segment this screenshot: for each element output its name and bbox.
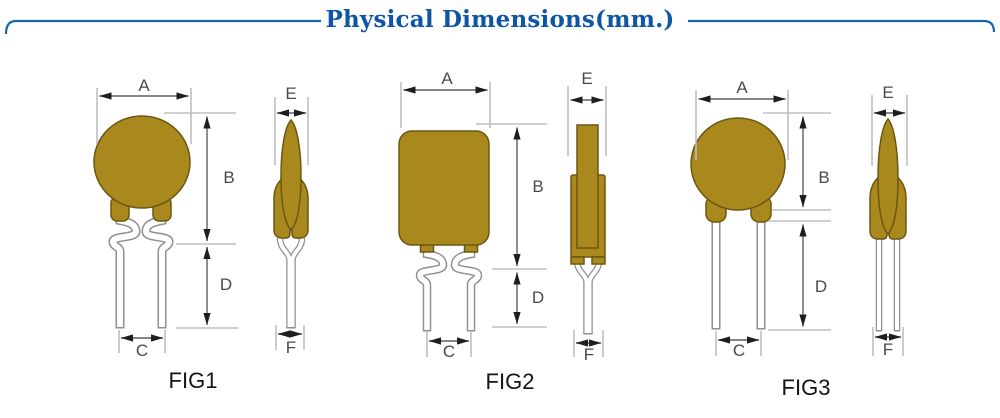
fig1-dim-b: B: [164, 112, 236, 245]
fig2-dim-label-e: E: [581, 69, 592, 88]
header-rule-right: [688, 19, 996, 33]
page-title: Physical Dimensions(mm.): [325, 6, 675, 33]
lead-fill: [142, 216, 173, 327]
fig3-front-view: A B D C: [690, 78, 831, 360]
fig1-left-lead: [108, 216, 141, 329]
fig2-dim-f: F: [573, 330, 604, 364]
fig3-side-disc-edge: [877, 117, 899, 236]
header-rule-left: [4, 19, 321, 35]
fig2-dim-a: A: [400, 69, 491, 128]
fig2-caption: FIG2: [486, 369, 535, 394]
lead-fill: [278, 237, 292, 327]
fig1-dim-label-e: E: [285, 84, 296, 103]
fig3-dim-label-d: D: [815, 277, 827, 296]
lead-fill: [290, 237, 304, 327]
fig2-dim-e: E: [567, 69, 607, 156]
fig1-dim-label-c: C: [136, 341, 148, 360]
fig2-dim-label-d: D: [532, 288, 544, 307]
fig3-caption: FIG3: [782, 375, 831, 400]
fig3-dim-label-c: C: [733, 341, 745, 360]
fig2-front-view: A B D C: [398, 69, 547, 361]
fig2-dim-d: D: [492, 272, 547, 328]
fig1-caption: FIG1: [169, 368, 218, 393]
fig1-right-lead: [141, 216, 174, 329]
lead-fill: [452, 250, 481, 330]
fig3-side-view: E F: [869, 83, 908, 359]
fig2-dim-b: B: [476, 123, 547, 270]
fig2-rect-body: [398, 130, 490, 246]
lead-fill: [575, 259, 589, 333]
fig3-dim-b: B: [763, 112, 831, 211]
fig3-dim-label-f: F: [883, 340, 893, 359]
fig1-dim-d: D: [176, 246, 238, 329]
fig1-dim-c: C: [118, 330, 166, 360]
fig2-side-leads: [573, 259, 603, 335]
fig3-dim-label-b: B: [818, 168, 829, 187]
fig1: A B D: [93, 76, 309, 393]
fig1-dim-label-b: B: [223, 168, 234, 187]
fig2-dim-label-f: F: [584, 345, 594, 364]
fig1-side-leads: [276, 237, 306, 329]
fig2-right-lead: [450, 249, 483, 332]
lead-fill: [587, 259, 601, 333]
fig3-dim-label-e: E: [882, 83, 893, 102]
lead-fill: [417, 250, 446, 330]
fig2-side-left-stub: [570, 256, 585, 265]
fig2-dim-label-a: A: [441, 69, 453, 88]
fig1-disc-body: [93, 115, 191, 209]
fig1-dim-f: F: [275, 325, 305, 357]
fig2-side-chip-edge: [576, 124, 599, 249]
fig3: A B D C: [690, 78, 908, 400]
fig3-dim-label-a: A: [736, 78, 748, 97]
fig1-dim-label-a: A: [138, 76, 150, 95]
fig2-left-lead: [415, 249, 448, 332]
fig1-side-view: E F: [273, 84, 309, 357]
fig2-side-view: E F: [567, 69, 607, 364]
fig2: A B D C: [398, 69, 607, 394]
fig1-side-disc-edge: [280, 118, 302, 232]
fig3-dim-d: D: [768, 220, 831, 331]
fig3-dim-e: E: [871, 83, 908, 166]
fig1-dim-label-d: D: [220, 275, 232, 294]
fig3-disc-body: [690, 117, 786, 211]
fig3-side-leads: [875, 238, 901, 332]
fig2-dim-label-b: B: [532, 177, 543, 196]
fig1-dim-a: A: [96, 76, 192, 144]
fig2-side-right-stub: [591, 256, 606, 265]
fig3-dim-f: F: [872, 327, 904, 359]
fig3-dim-c: C: [715, 331, 762, 360]
fig1-dim-label-f: F: [286, 338, 296, 357]
fig2-dim-c: C: [426, 331, 472, 361]
fig1-dim-e: E: [274, 84, 309, 165]
lead-fill: [109, 216, 140, 327]
fig3-dim-a: A: [695, 78, 789, 160]
fig1-front-view: A B D: [93, 76, 238, 360]
header-frame: [4, 19, 996, 35]
fig2-dim-label-c: C: [443, 342, 455, 361]
